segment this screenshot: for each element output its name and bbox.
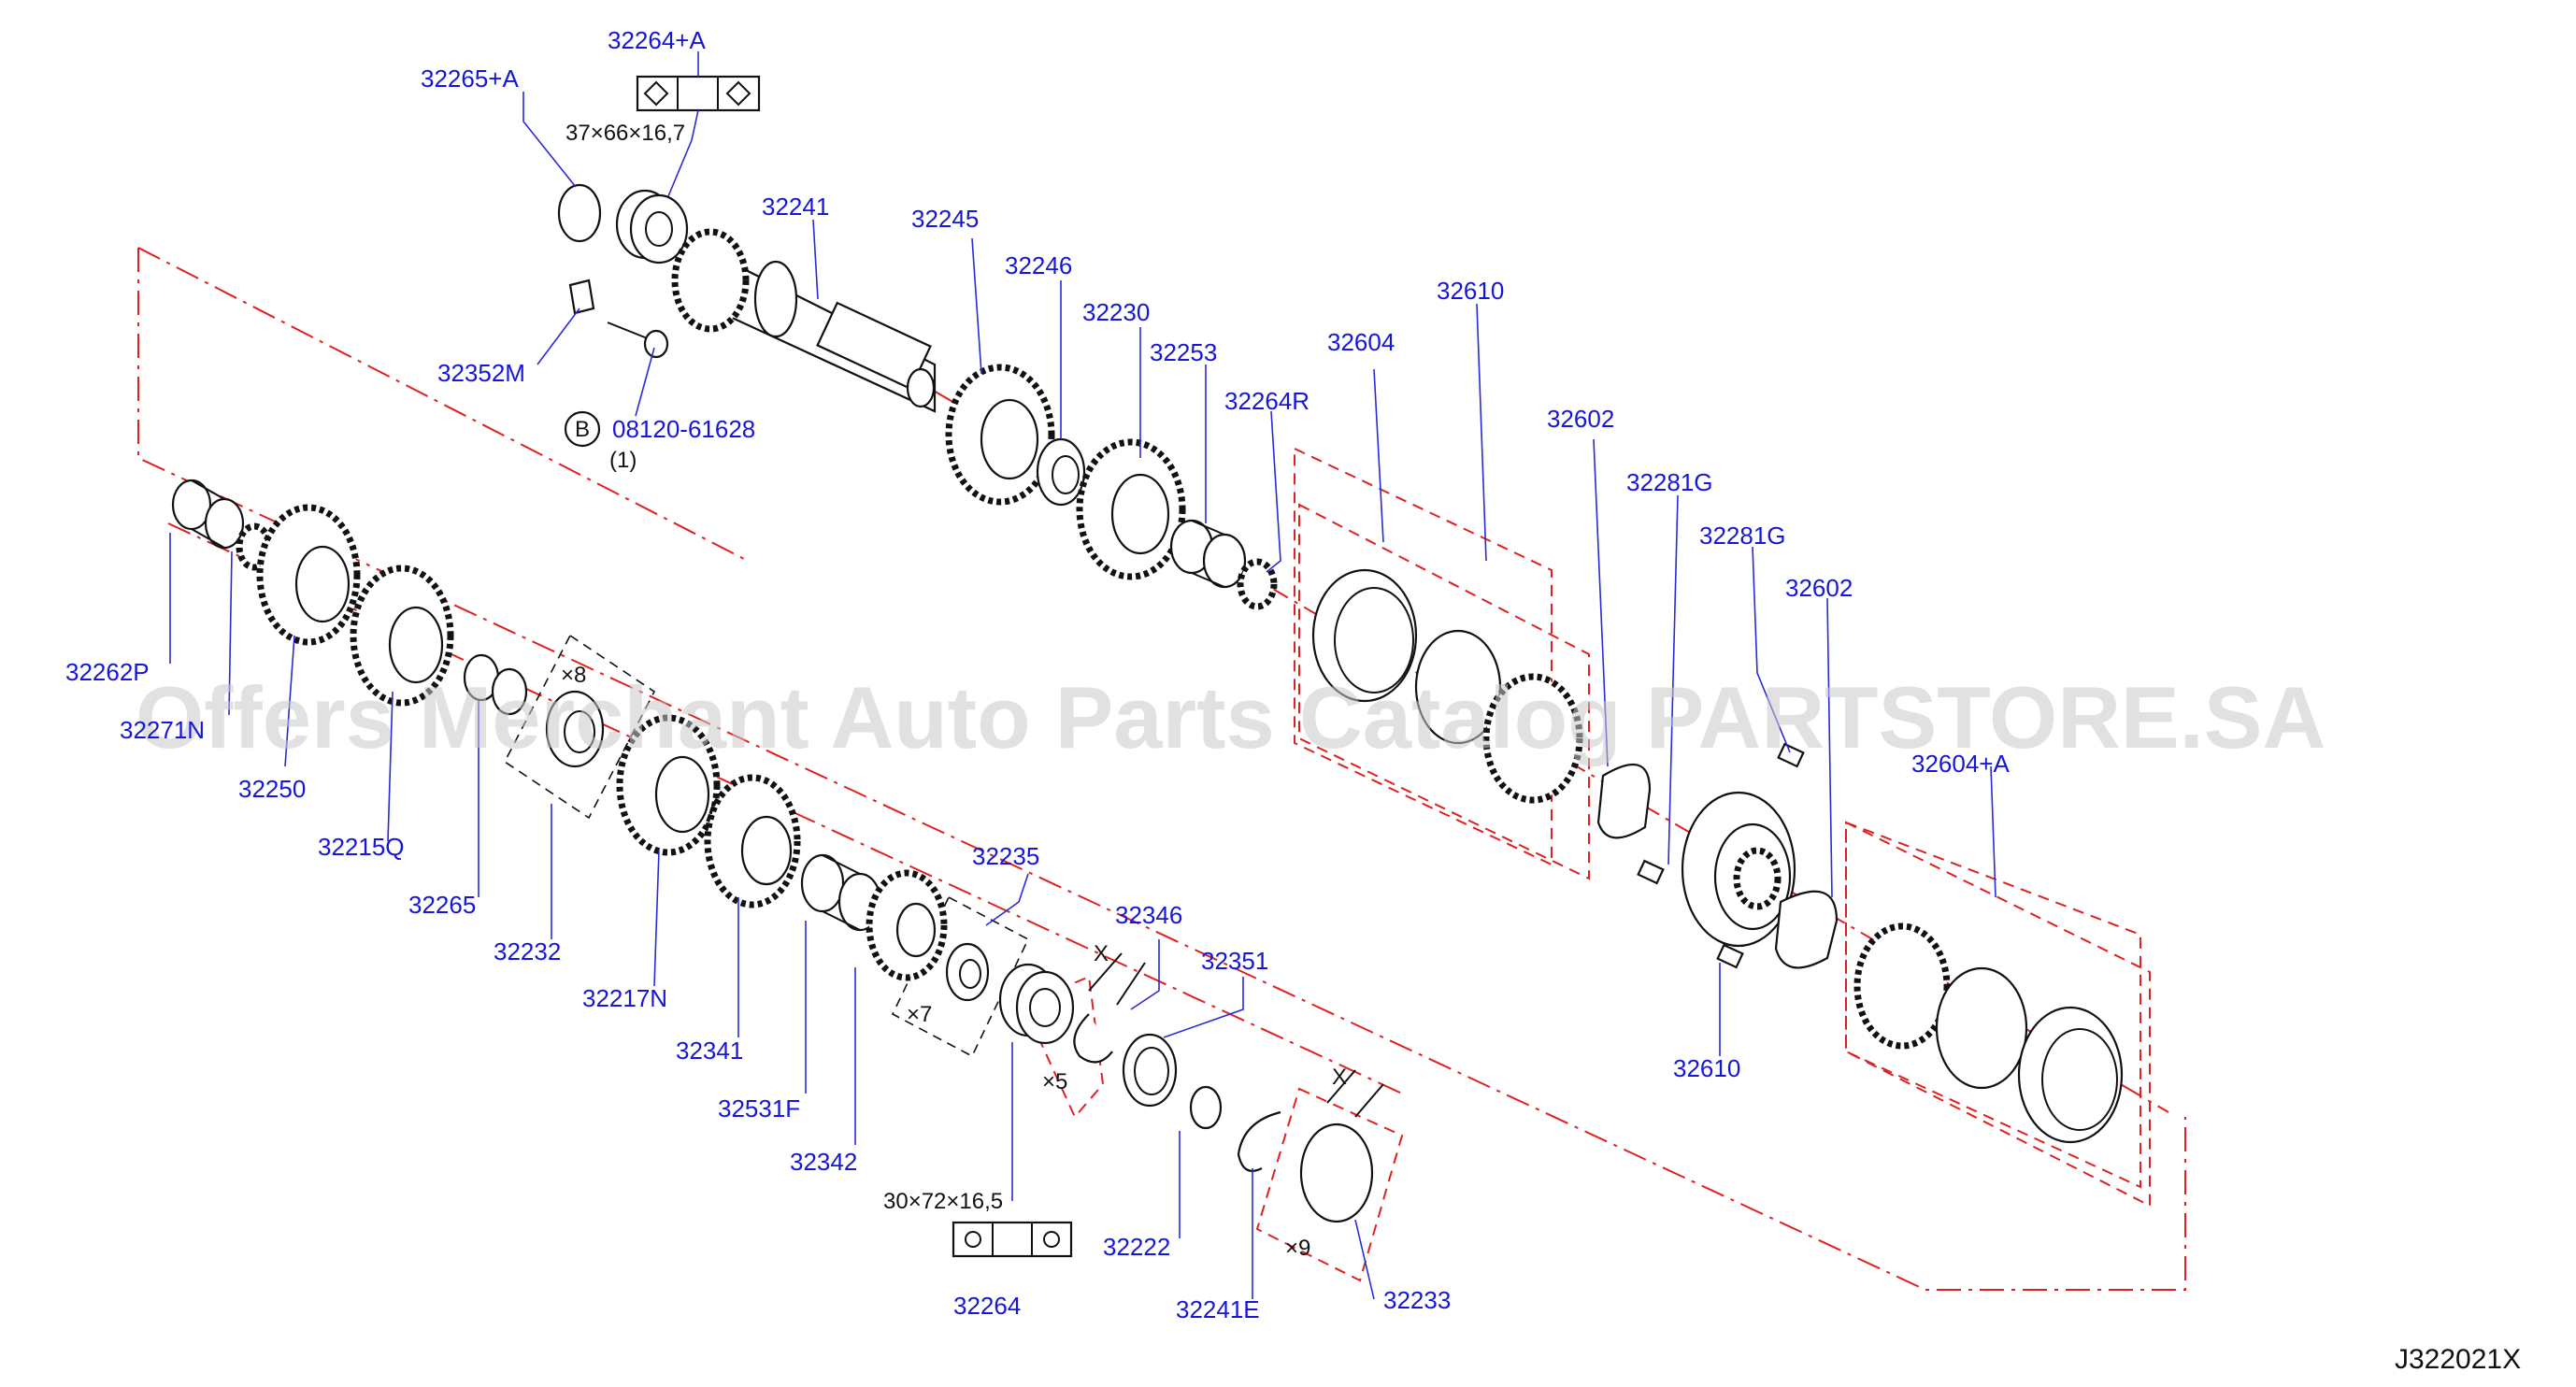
label-32351[interactable]: 32351: [1201, 947, 1268, 975]
label-32281G-a[interactable]: 32281G: [1626, 468, 1713, 496]
insert-32281G: [1637, 742, 1805, 885]
label-32271N[interactable]: 32271N: [120, 716, 205, 744]
label-32346[interactable]: 32346: [1115, 901, 1182, 929]
label-32281G-b[interactable]: 32281G: [1699, 522, 1786, 550]
synchro-hub-32610: [1681, 791, 1796, 969]
label-32602-b[interactable]: 32602: [1785, 574, 1853, 602]
label-32246[interactable]: 32246: [1005, 251, 1072, 279]
washer-32235: [945, 942, 990, 1002]
bearing-symbol-bottom: [952, 1221, 1073, 1258]
diagram-reference-code: J322021X: [2395, 1344, 2521, 1375]
part-labels: 32264+A 32265+A 32241 32245 32246 32230 …: [65, 26, 2010, 1323]
label-32232[interactable]: 32232: [494, 937, 561, 965]
bearing-32264: [998, 963, 1075, 1045]
synchro-rings-32604: [1311, 568, 1583, 804]
multiplier-snap-rings-a: ×5: [1042, 1069, 1067, 1094]
label-32215Q[interactable]: 32215Q: [318, 833, 405, 861]
needle-bearing-32264R: [1237, 558, 1278, 610]
label-32342[interactable]: 32342: [790, 1148, 857, 1176]
bushing-32265: [463, 653, 528, 716]
synchro-rings-32604A: [1853, 922, 2124, 1144]
leader-lines: [169, 51, 1996, 1300]
clearance-marker-a: [1088, 952, 1146, 1006]
gear-32245: [945, 364, 1055, 506]
label-32264[interactable]: 32264: [953, 1292, 1021, 1320]
label-32222[interactable]: 32222: [1103, 1233, 1170, 1261]
bushing-32253: [1169, 519, 1247, 589]
bolt-marker-circle: [564, 410, 601, 448]
multiplier-shims: ×9: [1285, 1236, 1310, 1261]
label-32352M[interactable]: 32352M: [437, 359, 525, 387]
label-32253[interactable]: 32253: [1150, 338, 1217, 366]
label-32604A[interactable]: 32604+A: [1911, 750, 2010, 778]
washer-32246: [1036, 437, 1086, 507]
bearing-symbol-top: [636, 75, 761, 112]
label-32265[interactable]: 32265: [408, 891, 476, 919]
multiplier-washers-a: ×8: [561, 663, 586, 688]
ring-32351: [1122, 1033, 1178, 1108]
gear-32341: [704, 774, 801, 908]
label-32235[interactable]: 32235: [972, 842, 1039, 870]
label-32250[interactable]: 32250: [238, 775, 306, 803]
label-32264R[interactable]: 32264R: [1224, 387, 1309, 415]
label-32610-bottom[interactable]: 32610: [1673, 1054, 1740, 1082]
washer-32232: [545, 690, 605, 768]
snap-ring-32346: [1073, 1013, 1113, 1064]
gear-32217N: [616, 714, 721, 856]
gear-32215Q: [350, 565, 454, 707]
bearing-32264A: [557, 183, 689, 265]
label-32341[interactable]: 32341: [676, 1037, 743, 1065]
dimension-bearing-bottom: 30×72×16,5: [883, 1189, 1003, 1214]
bolt-quantity: (1): [609, 448, 637, 473]
spring-32602-a: [1596, 763, 1652, 839]
label-32531F[interactable]: 32531F: [718, 1094, 800, 1122]
multiplier-washers-b: ×7: [907, 1002, 932, 1027]
label-32217N[interactable]: 32217N: [582, 984, 667, 1012]
label-32265A[interactable]: 32265+A: [421, 64, 519, 93]
gear-32250: [256, 504, 361, 646]
dimension-bearing-top: 37×66×16,7: [565, 121, 685, 146]
gear-32230: [1076, 438, 1186, 580]
bushing-32262P: [171, 479, 245, 550]
label-32233[interactable]: 32233: [1383, 1286, 1451, 1314]
clearance-label-a: X: [1094, 941, 1109, 966]
label-32602-a[interactable]: 32602: [1547, 405, 1614, 433]
snap-ring-32241E: [1237, 1110, 1281, 1172]
watermark-text: Offers Merchant Auto Parts Catalog PARTS…: [136, 668, 2326, 766]
label-32230[interactable]: 32230: [1082, 298, 1150, 326]
spring-32602-b: [1774, 890, 1839, 969]
gear-32342: [866, 869, 948, 981]
bolt-marker-letter: B: [575, 417, 590, 442]
label-08120-61628[interactable]: 08120-61628: [612, 415, 755, 443]
label-32610-top[interactable]: 32610: [1437, 277, 1504, 305]
annotations: 37×66×16,7 30×72×16,5 ×8 ×7 ×5 ×9 X X B …: [561, 121, 2521, 1375]
mainshaft-32241: [671, 228, 937, 413]
label-32264A[interactable]: 32264+A: [608, 26, 706, 54]
clearance-label-b: X: [1332, 1065, 1347, 1090]
ring-32222: [1189, 1085, 1223, 1130]
label-32241E[interactable]: 32241E: [1176, 1295, 1260, 1323]
label-32262P[interactable]: 32262P: [65, 658, 150, 686]
label-32604[interactable]: 32604: [1327, 328, 1395, 356]
label-32245[interactable]: 32245: [911, 205, 979, 233]
shim-32233: [1299, 1122, 1374, 1223]
bushing-32531F: [800, 853, 882, 932]
clearance-marker-b: [1326, 1069, 1384, 1118]
bolt-08120: [568, 279, 669, 359]
label-32241[interactable]: 32241: [762, 193, 829, 221]
